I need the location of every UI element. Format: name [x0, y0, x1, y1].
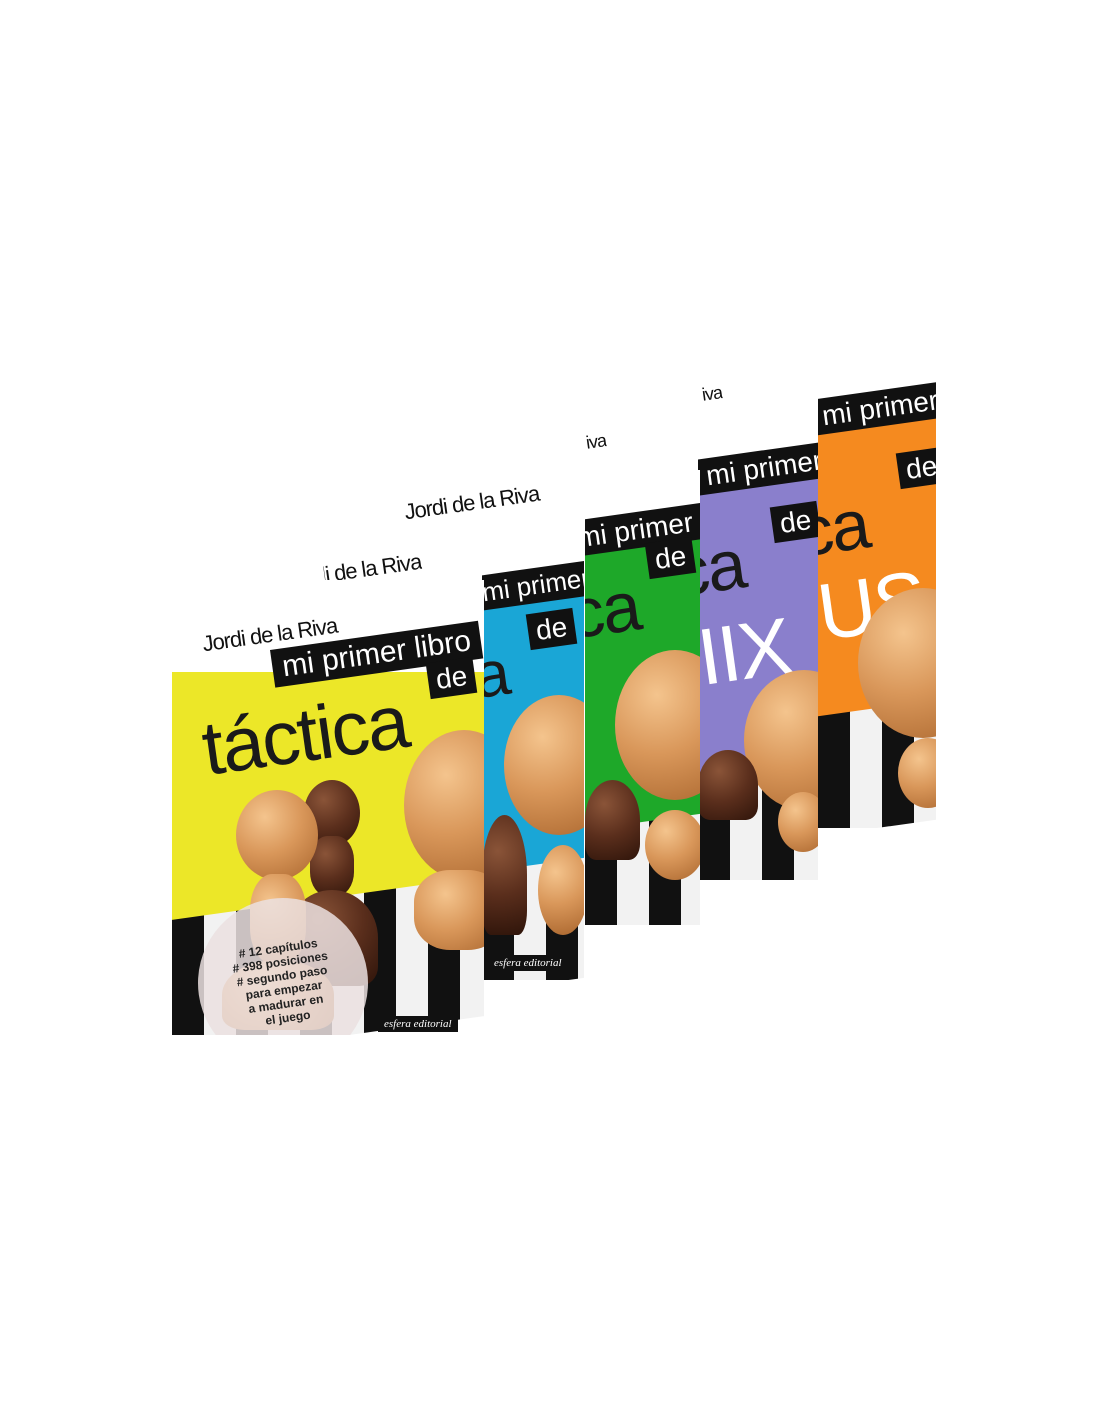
de-tag-text: de: [903, 449, 936, 486]
de-tag-text: de: [652, 539, 689, 576]
publisher-text: esfera editorial: [494, 957, 562, 969]
de-tag: de: [644, 536, 697, 580]
de-tag-text: de: [433, 659, 470, 696]
author-text: Jordi de la Riva: [613, 382, 724, 417]
publisher-text: esfera editorial: [384, 1018, 452, 1030]
publisher-logo: esfera editorial: [378, 1016, 458, 1032]
de-tag-text: de: [533, 610, 570, 647]
author-label: Jordi de la Riva: [403, 481, 541, 526]
book-orange: mi primer libro de ca US: [818, 378, 936, 828]
book-yellow: Jordi de la Riva mi primer libro de táct…: [172, 580, 484, 1035]
book-purple: mi primer libro de ca IIX: [698, 420, 818, 880]
author-label-fragment: Jordi de la Riva: [693, 382, 724, 407]
author-text: Jordi de la Riva: [402, 480, 541, 525]
de-tag: de: [525, 607, 578, 651]
de-tag: de: [425, 656, 478, 700]
title-fragment-text: ca: [585, 566, 645, 654]
book-green: mi primer libro de ca: [585, 470, 700, 925]
book-blue: mi primer libro de a esfera editorial: [482, 525, 584, 980]
publisher-logo: esfera editorial: [488, 955, 568, 971]
author-text: Jordi de la Riva: [497, 430, 608, 465]
de-tag: de: [769, 500, 818, 544]
de-tag: de: [895, 446, 936, 490]
author-label-fragment: Jordi de la Riva: [577, 430, 608, 455]
de-tag-text: de: [777, 503, 814, 540]
